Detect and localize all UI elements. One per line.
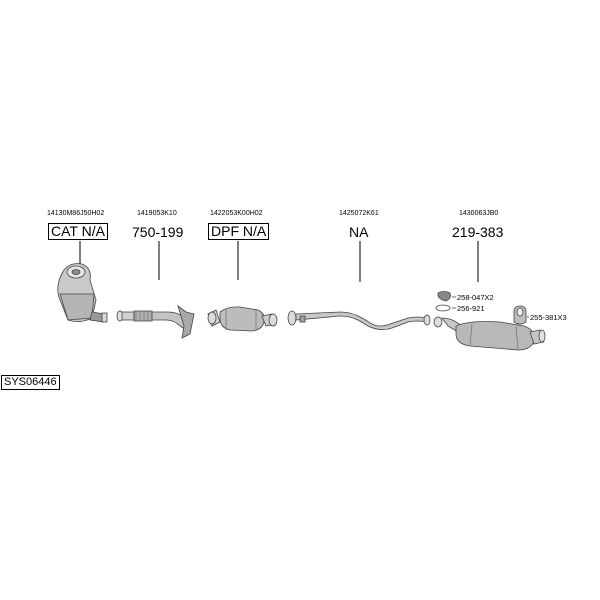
oem-number-cat: 14130M86J50H02 [47,210,105,217]
part-number-mid-pipe[interactable]: NA [349,224,369,240]
hanger-258-047-drawing [437,291,451,302]
oem-number-front-pipe: 1419053K10 [137,210,177,217]
part-number-silencer[interactable]: 219-383 [452,224,504,240]
gasket-256-921-drawing [435,304,451,312]
rear-silencer-drawing [433,316,546,351]
front-pipe-drawing [116,304,195,339]
accessory-label-hanger[interactable]: 258-047X2 [457,293,494,302]
system-code-label: SYS06446 [1,375,60,390]
accessory-drawings [435,291,529,325]
dpf-drawing [207,306,278,332]
oem-number-dpf: 1422053K00H02 [210,210,263,217]
part-number-front-pipe[interactable]: 750-199 [132,224,184,240]
accessory-label-clamp[interactable]: 255-381X3 [530,313,567,322]
oem-number-silencer: 1430063JB0 [459,210,499,217]
oem-number-mid-pipe: 1425072K61 [339,210,379,217]
part-number-cat[interactable]: CAT N/A [48,223,108,240]
accessory-label-gasket[interactable]: 256-921 [457,304,485,313]
part-number-dpf[interactable]: DPF N/A [208,223,270,240]
mid-pipe-drawing [287,310,431,330]
catalytic-converter-drawing [57,263,108,323]
